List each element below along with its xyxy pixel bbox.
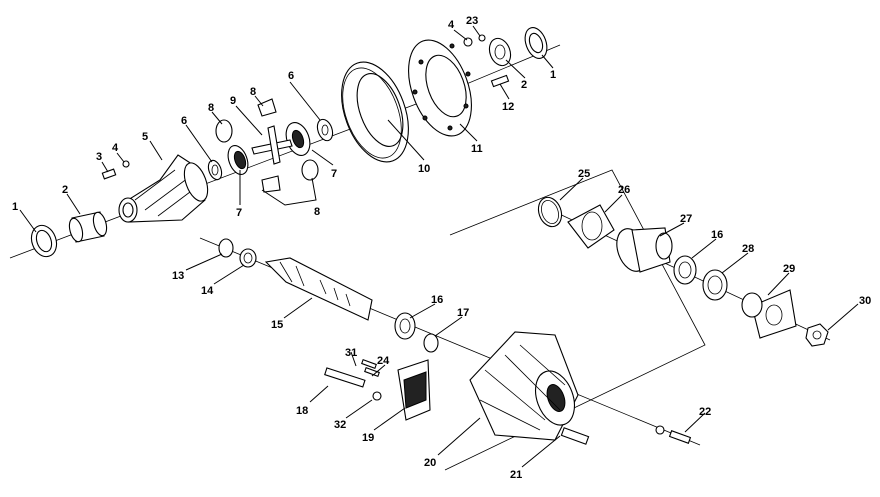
callout-5: 5	[142, 131, 148, 143]
callout-1b: 1	[550, 69, 556, 81]
bearing-outer-right	[673, 255, 697, 285]
callout-22: 22	[699, 406, 711, 418]
callout-16a: 16	[431, 294, 443, 306]
carrier-housing	[469, 331, 579, 441]
callout-16b: 16	[711, 229, 723, 241]
differential-case	[118, 154, 209, 223]
callout-10: 10	[418, 163, 430, 175]
oil-seal	[702, 269, 728, 301]
washer-small-left	[122, 160, 130, 168]
callout-15: 15	[271, 319, 283, 331]
callout-8b: 8	[250, 86, 256, 98]
bearing-cone-left	[68, 211, 108, 243]
callout-8a: 8	[208, 102, 214, 114]
callout-25: 25	[578, 168, 590, 180]
leader-lines	[19, 25, 859, 468]
thrust-washer-right	[316, 118, 334, 142]
bearing-cup-right	[524, 27, 548, 59]
callout-32: 32	[334, 419, 346, 431]
spacer-ring	[423, 333, 439, 353]
bearing-cap	[397, 359, 431, 421]
pinion-gear-left	[215, 119, 233, 143]
callout-6b: 6	[288, 70, 294, 82]
callout-28: 28	[742, 243, 754, 255]
bolt-right	[655, 425, 692, 444]
bearing-cup-left	[30, 224, 58, 258]
pinion-gear-bottom	[261, 175, 281, 193]
gasket	[567, 204, 615, 249]
washer-top	[478, 34, 486, 42]
pinion-gear-right	[301, 159, 319, 181]
housing-bolt	[560, 427, 590, 445]
callout-8c: 8	[314, 206, 320, 218]
callout-7b: 7	[331, 168, 337, 180]
bearing-cone-right	[488, 37, 512, 67]
callout-4a: 4	[112, 142, 119, 154]
callout-21: 21	[510, 469, 522, 481]
callout-31: 31	[345, 347, 357, 359]
side-gear-left	[227, 145, 249, 175]
callout-labels: 1 2 3 4 5 6 6 8 8 9 7 7 8 10 11 12 4 23 …	[12, 15, 871, 481]
callout-23: 23	[466, 15, 478, 27]
callout-19: 19	[362, 432, 374, 444]
cross-shaft	[251, 125, 293, 165]
callout-2b: 2	[521, 79, 527, 91]
pin-small	[364, 367, 380, 377]
callout-27: 27	[680, 213, 692, 225]
bolt-flange	[490, 74, 510, 88]
pinion-gear-top	[257, 98, 277, 117]
callout-11: 11	[471, 143, 483, 155]
callout-7a: 7	[236, 207, 242, 219]
callout-12: 12	[502, 101, 514, 113]
callout-14: 14	[201, 285, 214, 297]
callout-29: 29	[783, 263, 795, 275]
callout-3: 3	[96, 151, 102, 163]
o-ring	[537, 196, 563, 228]
pilot-bearing	[239, 248, 257, 268]
callout-1a: 1	[12, 201, 18, 213]
callout-4b: 4	[448, 19, 455, 31]
callout-17: 17	[457, 307, 469, 319]
callout-18: 18	[296, 405, 308, 417]
callout-20: 20	[424, 457, 436, 469]
bearing-mid-left	[394, 312, 416, 340]
bolt-small-left	[101, 168, 117, 180]
snap-ring	[218, 238, 234, 258]
callout-30: 30	[859, 295, 871, 307]
callout-24: 24	[377, 355, 390, 367]
companion-flange	[741, 289, 797, 339]
flange-nut	[805, 323, 829, 347]
flange-case	[408, 39, 472, 137]
drive-pinion-shaft	[264, 257, 373, 321]
callout-6a: 6	[181, 115, 187, 127]
stud-long	[324, 367, 366, 388]
callout-2a: 2	[62, 184, 68, 196]
callout-9: 9	[230, 95, 236, 107]
callout-13: 13	[172, 270, 184, 282]
nut-small	[372, 391, 382, 401]
ring-gear	[341, 61, 409, 163]
callout-26: 26	[618, 184, 630, 196]
stud-small	[361, 359, 377, 369]
bearing-retainer	[616, 227, 673, 273]
nut-top	[463, 37, 473, 47]
